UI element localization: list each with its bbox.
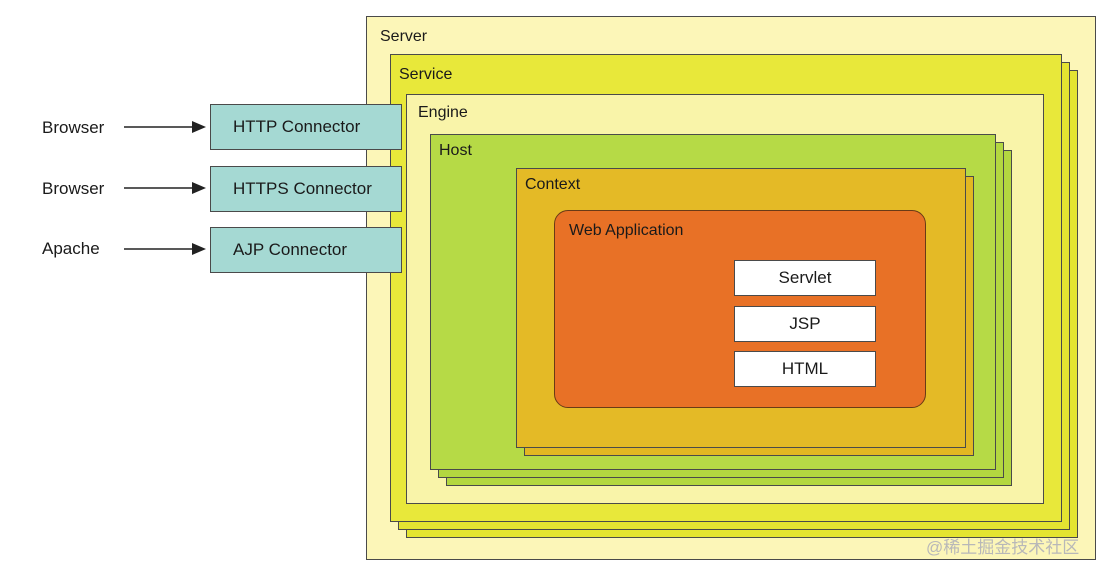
html-box: HTML [734,351,876,387]
service-label: Service [399,66,453,83]
host-label: Host [439,142,472,159]
ajp-connector: AJP Connector [210,227,402,273]
watermark: @稀土掘金技术社区 [926,538,1080,557]
https-connector: HTTPS Connector [210,166,402,212]
client-browser-https: Browser [42,179,105,198]
server-label: Server [380,28,428,45]
arrow-ajp [124,243,206,255]
html-label: HTML [781,359,829,378]
servlet-label: Servlet [778,268,832,287]
context-label: Context [525,176,581,193]
https-connector-label: HTTPS Connector [233,179,372,198]
client-apache: Apache [42,239,100,258]
arrow-http [124,121,206,133]
ajp-connector-label: AJP Connector [233,240,348,259]
http-connector: HTTP Connector [210,104,402,150]
jsp-box: JSP [734,306,876,342]
web-application-label: Web Application [569,222,684,239]
servlet-box: Servlet [734,260,876,296]
client-browser-http: Browser [42,118,105,137]
jsp-label: JSP [789,314,821,333]
arrow-https [124,182,206,194]
engine-label: Engine [418,104,468,121]
http-connector-label: HTTP Connector [233,117,361,136]
